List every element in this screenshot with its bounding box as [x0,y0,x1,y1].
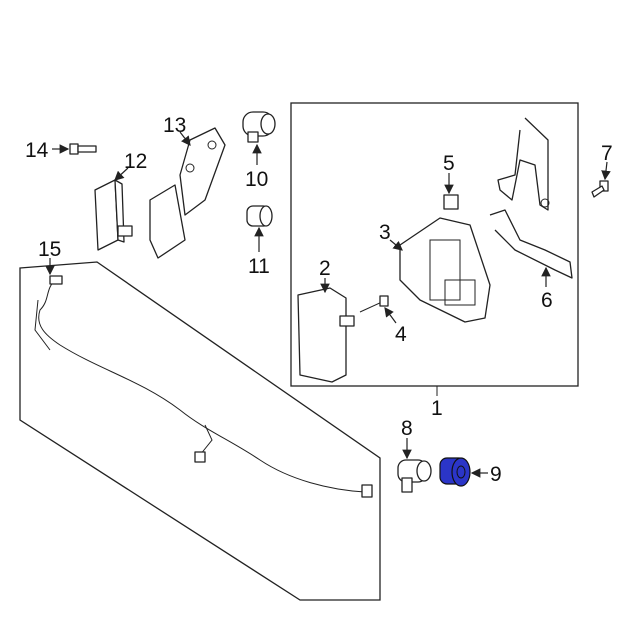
callout-6: 6 [541,289,553,312]
callout-14: 14 [25,139,49,162]
bolt-part-7[interactable] [591,180,609,198]
callout-4: 4 [395,323,407,346]
leader-lines [45,131,611,478]
bezel-part-11[interactable] [246,205,273,227]
callout-7: 7 [601,142,613,165]
module-part-2[interactable] [297,287,355,383]
callout-2: 2 [319,257,331,280]
sensor-part-10[interactable] [242,111,276,143]
bracket-part-3[interactable] [399,217,491,323]
bolt-part-14[interactable] [69,143,97,155]
callout-12: 12 [124,150,147,173]
callout-9: 9 [490,463,502,486]
harness-box-15 [19,261,381,601]
clip-part-5[interactable] [443,194,459,210]
callout-10: 10 [245,168,268,191]
wire-harness-part-15[interactable] [34,275,373,498]
bracket-part-13[interactable] [149,127,226,259]
callout-1: 1 [431,397,443,420]
assembly-box-1 [290,102,579,387]
bracket-part-6[interactable] [489,117,573,279]
bezel-part-9-highlighted[interactable] [439,457,471,487]
pin-part-4[interactable] [359,295,389,313]
sensor-part-8[interactable] [397,459,432,493]
callout-8: 8 [401,417,413,440]
callout-15: 15 [38,238,61,261]
callout-11: 11 [248,255,270,278]
callout-3: 3 [379,221,391,244]
callout-5: 5 [443,152,455,175]
callout-13: 13 [163,114,186,137]
module-part-12[interactable] [94,179,133,251]
